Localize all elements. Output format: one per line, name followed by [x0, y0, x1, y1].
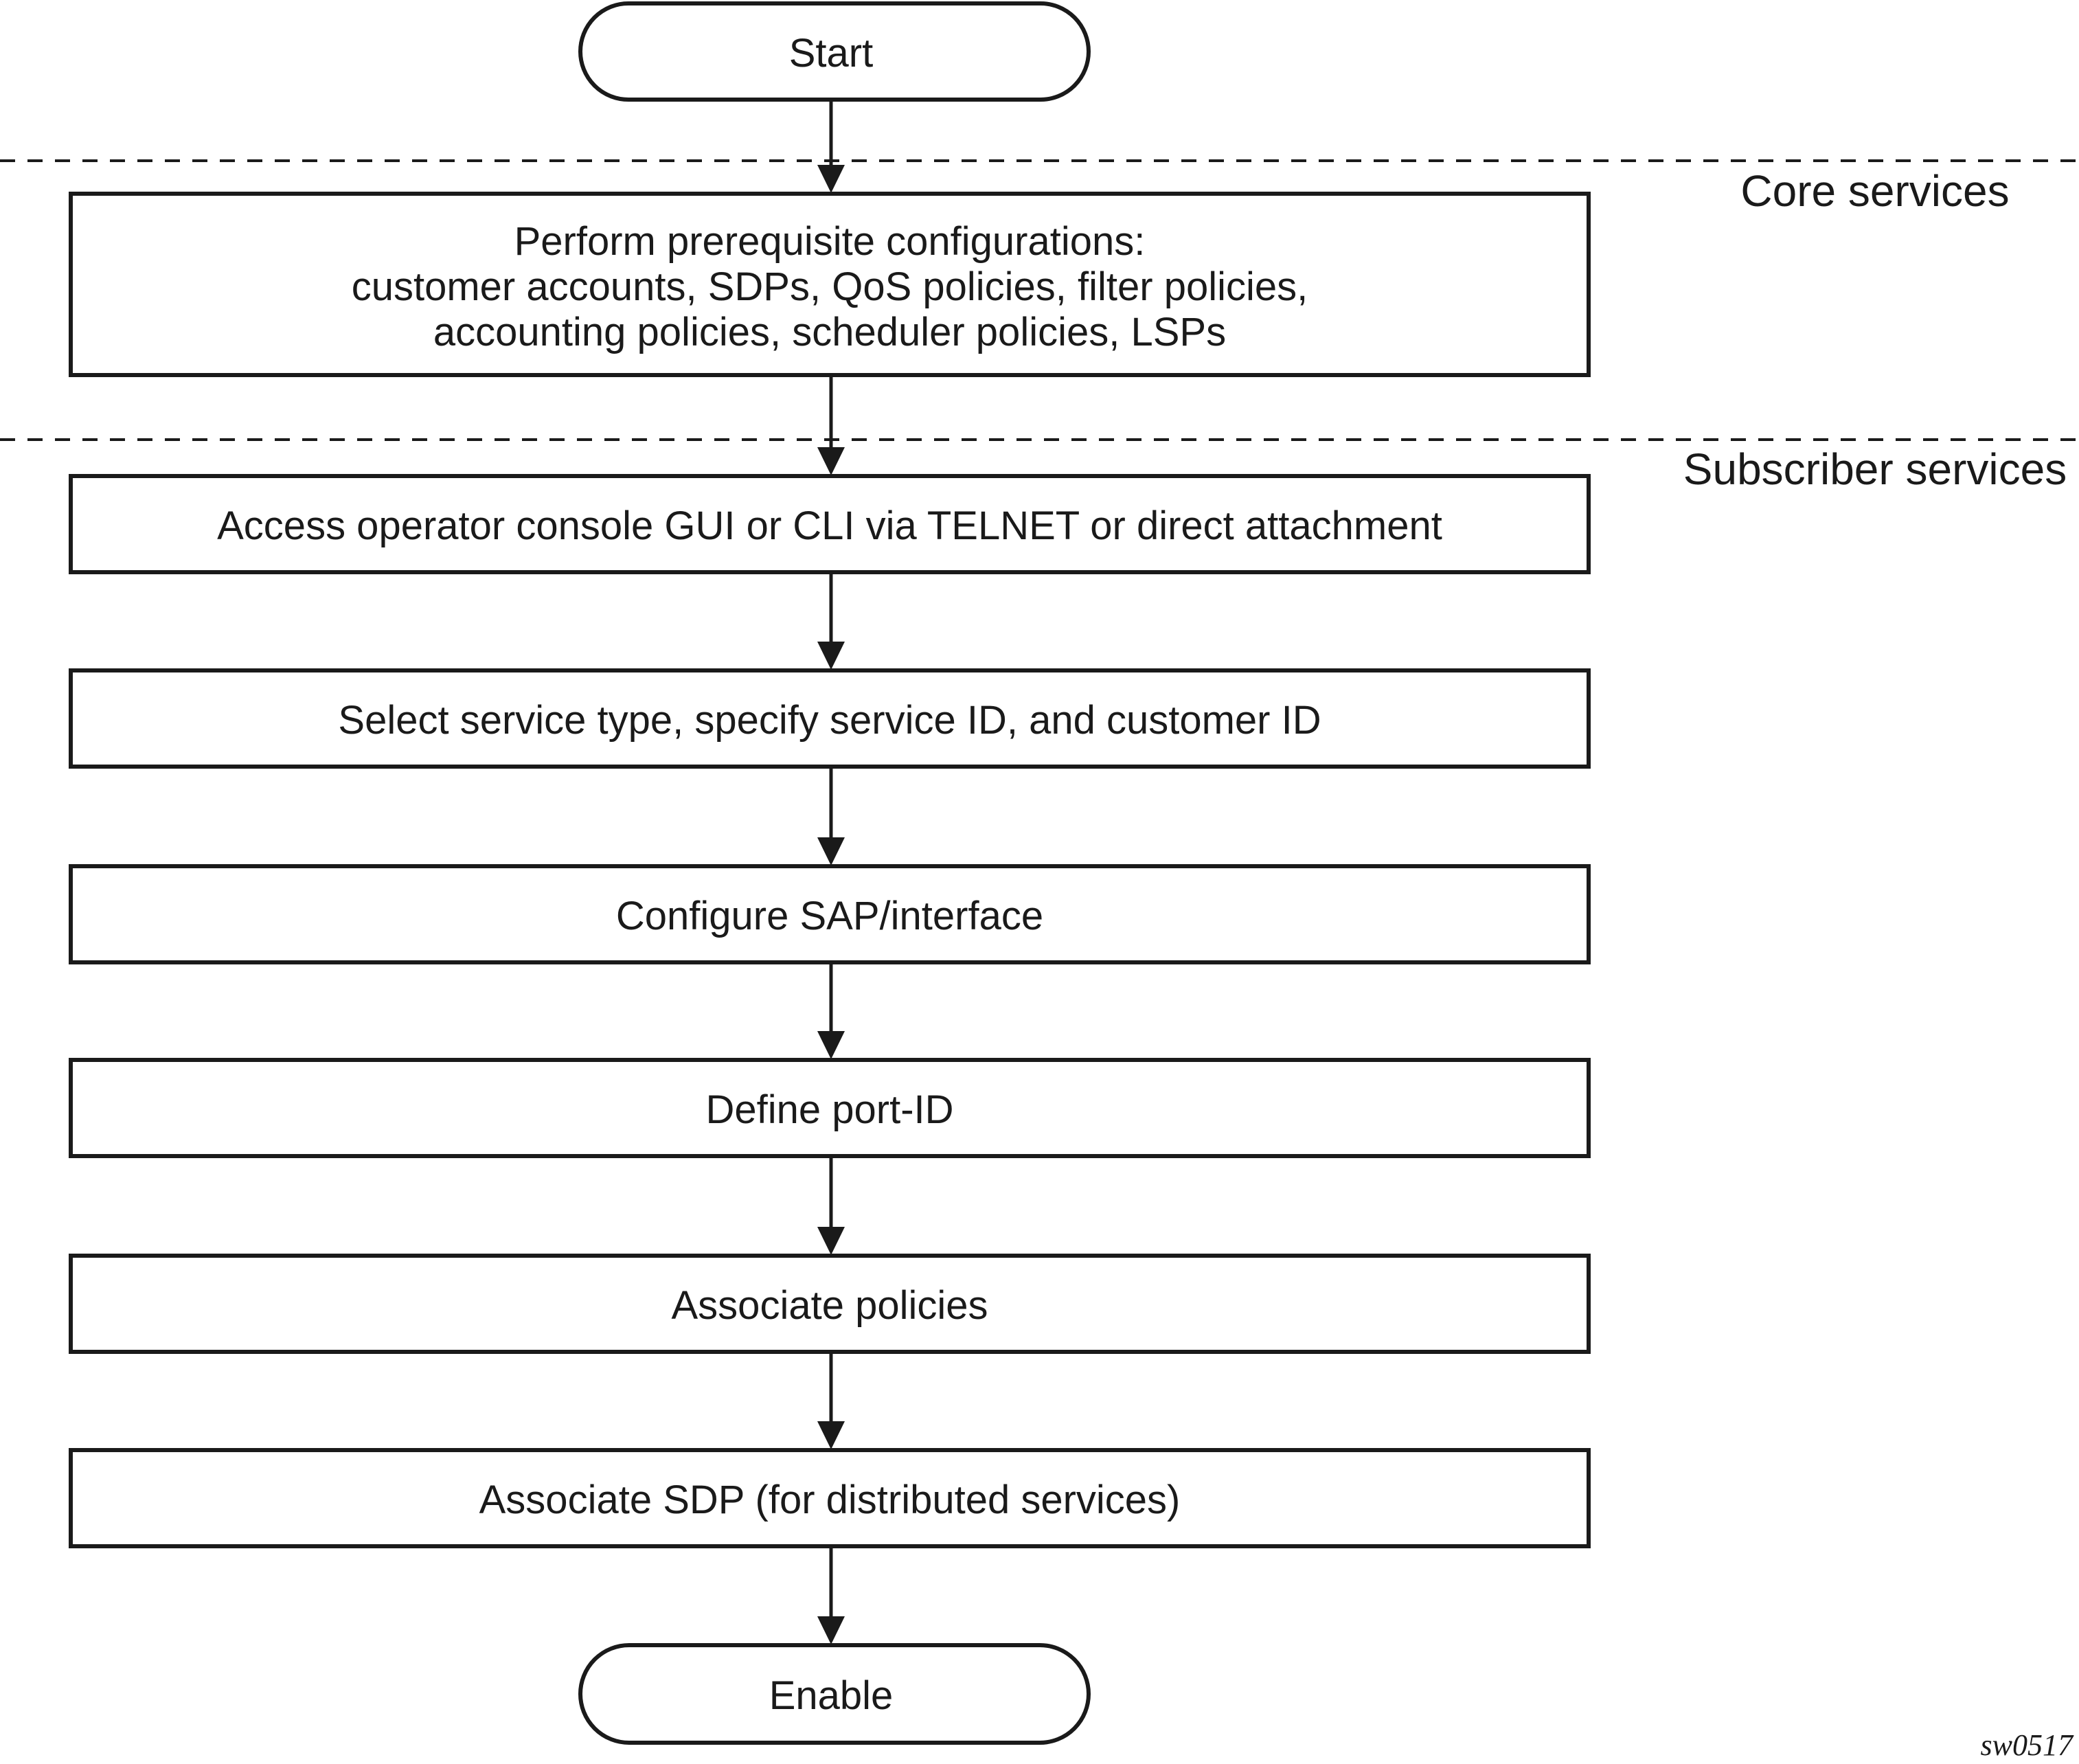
figure-id: sw0517	[1981, 1728, 2074, 1762]
enable-label: Enable	[769, 1673, 894, 1718]
arrow-sap-to-port	[817, 964, 845, 1059]
associate-sdp-box	[69, 1448, 1591, 1548]
prerequisite-box	[69, 192, 1591, 377]
prerequisite-line-1: Perform prerequisite configurations:	[514, 219, 1146, 264]
associate-policies-box	[69, 1254, 1591, 1354]
prerequisite-line-2: customer accounts, SDPs, QoS policies, f…	[352, 264, 1308, 309]
arrow-sdp-to-enable	[817, 1548, 845, 1644]
select-service-box	[69, 668, 1591, 769]
arrow-access-to-select	[817, 574, 845, 670]
select-service-label: Select service type, specify service ID,…	[338, 698, 1321, 743]
arrow-policies-to-sdp	[817, 1354, 845, 1449]
access-console-box	[69, 474, 1591, 574]
access-console-label: Access operator console GUI or CLI via T…	[217, 504, 1442, 548]
configure-sap-box	[69, 864, 1591, 964]
associate-sdp-label: Associate SDP (for distributed services)	[479, 1478, 1181, 1522]
arrow-prereq-to-access	[817, 377, 845, 475]
subscriber-services-label: Subscriber services	[1683, 444, 2067, 494]
configure-sap-label: Configure SAP/interface	[616, 894, 1043, 938]
define-port-label: Define port-ID	[705, 1087, 953, 1132]
arrow-port-to-policies	[817, 1158, 845, 1255]
arrow-start-to-prereq	[817, 102, 845, 193]
prerequisite-line-3: accounting policies, scheduler policies,…	[433, 310, 1226, 354]
core-services-label: Core services	[1740, 166, 2009, 216]
define-port-box	[69, 1058, 1591, 1158]
start-terminator	[578, 1, 1091, 102]
start-label: Start	[789, 31, 874, 76]
enable-terminator	[578, 1643, 1091, 1745]
associate-policies-label: Associate policies	[672, 1283, 988, 1328]
arrow-select-to-sap	[817, 769, 845, 866]
